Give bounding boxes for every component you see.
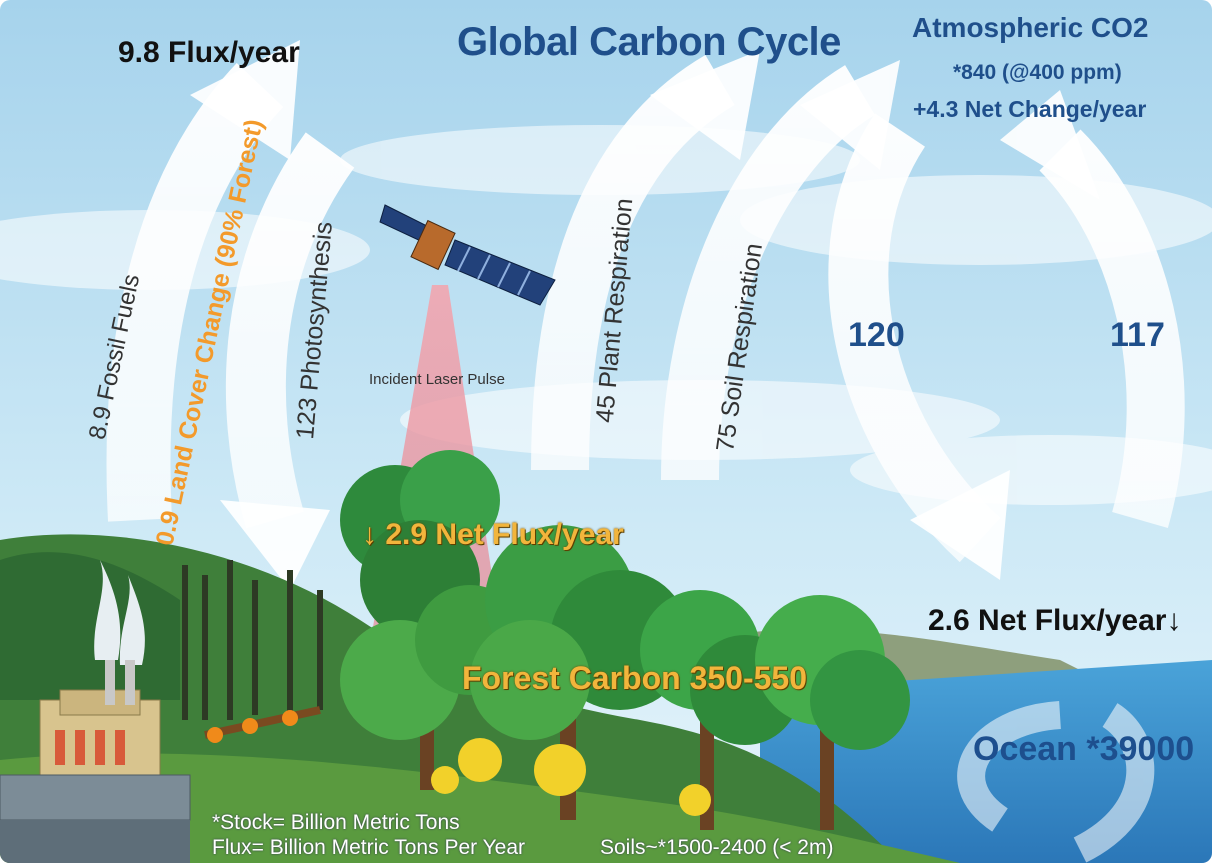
ocean-stock-label: Ocean *39000 (973, 730, 1195, 768)
ocean-release-value: 117 (1110, 316, 1165, 354)
laser-pulse-label: Incident Laser Pulse (369, 371, 505, 388)
ocean-net-flux: 2.6 Net Flux/year↓ (928, 604, 1182, 637)
ocean-circulation-arrows (957, 701, 1155, 863)
atmosphere-label: Atmospheric CO2 (912, 12, 1149, 43)
flux-definition: Flux= Billion Metric Tons Per Year (212, 836, 526, 859)
diagram-title: Global Carbon Cycle (457, 20, 841, 64)
forest-carbon-label: Forest Carbon 350-550 (462, 660, 808, 696)
stock-definition: *Stock= Billion Metric Tons (212, 811, 460, 834)
cleared-trunks (182, 560, 323, 720)
land-net-flux: ↓ 2.9 Net Flux/year (362, 518, 624, 551)
atmosphere-stock: *840 (@400 ppm) (953, 61, 1122, 84)
fire-icon (204, 706, 321, 743)
forest (340, 450, 910, 830)
foreground-grass (0, 753, 960, 863)
total-flux-up: 9.8 Flux/year (118, 36, 300, 69)
flux-arrows (106, 54, 1185, 563)
arrow-heads (190, 40, 1100, 590)
soils-stock: Soils~*1500-2400 (< 2m) (600, 836, 834, 859)
atmosphere-net-change: +4.3 Net Change/year (913, 96, 1147, 122)
satellite-icon (379, 204, 556, 306)
power-plant-icon (0, 560, 191, 863)
ocean-uptake-value: 120 (848, 316, 905, 354)
